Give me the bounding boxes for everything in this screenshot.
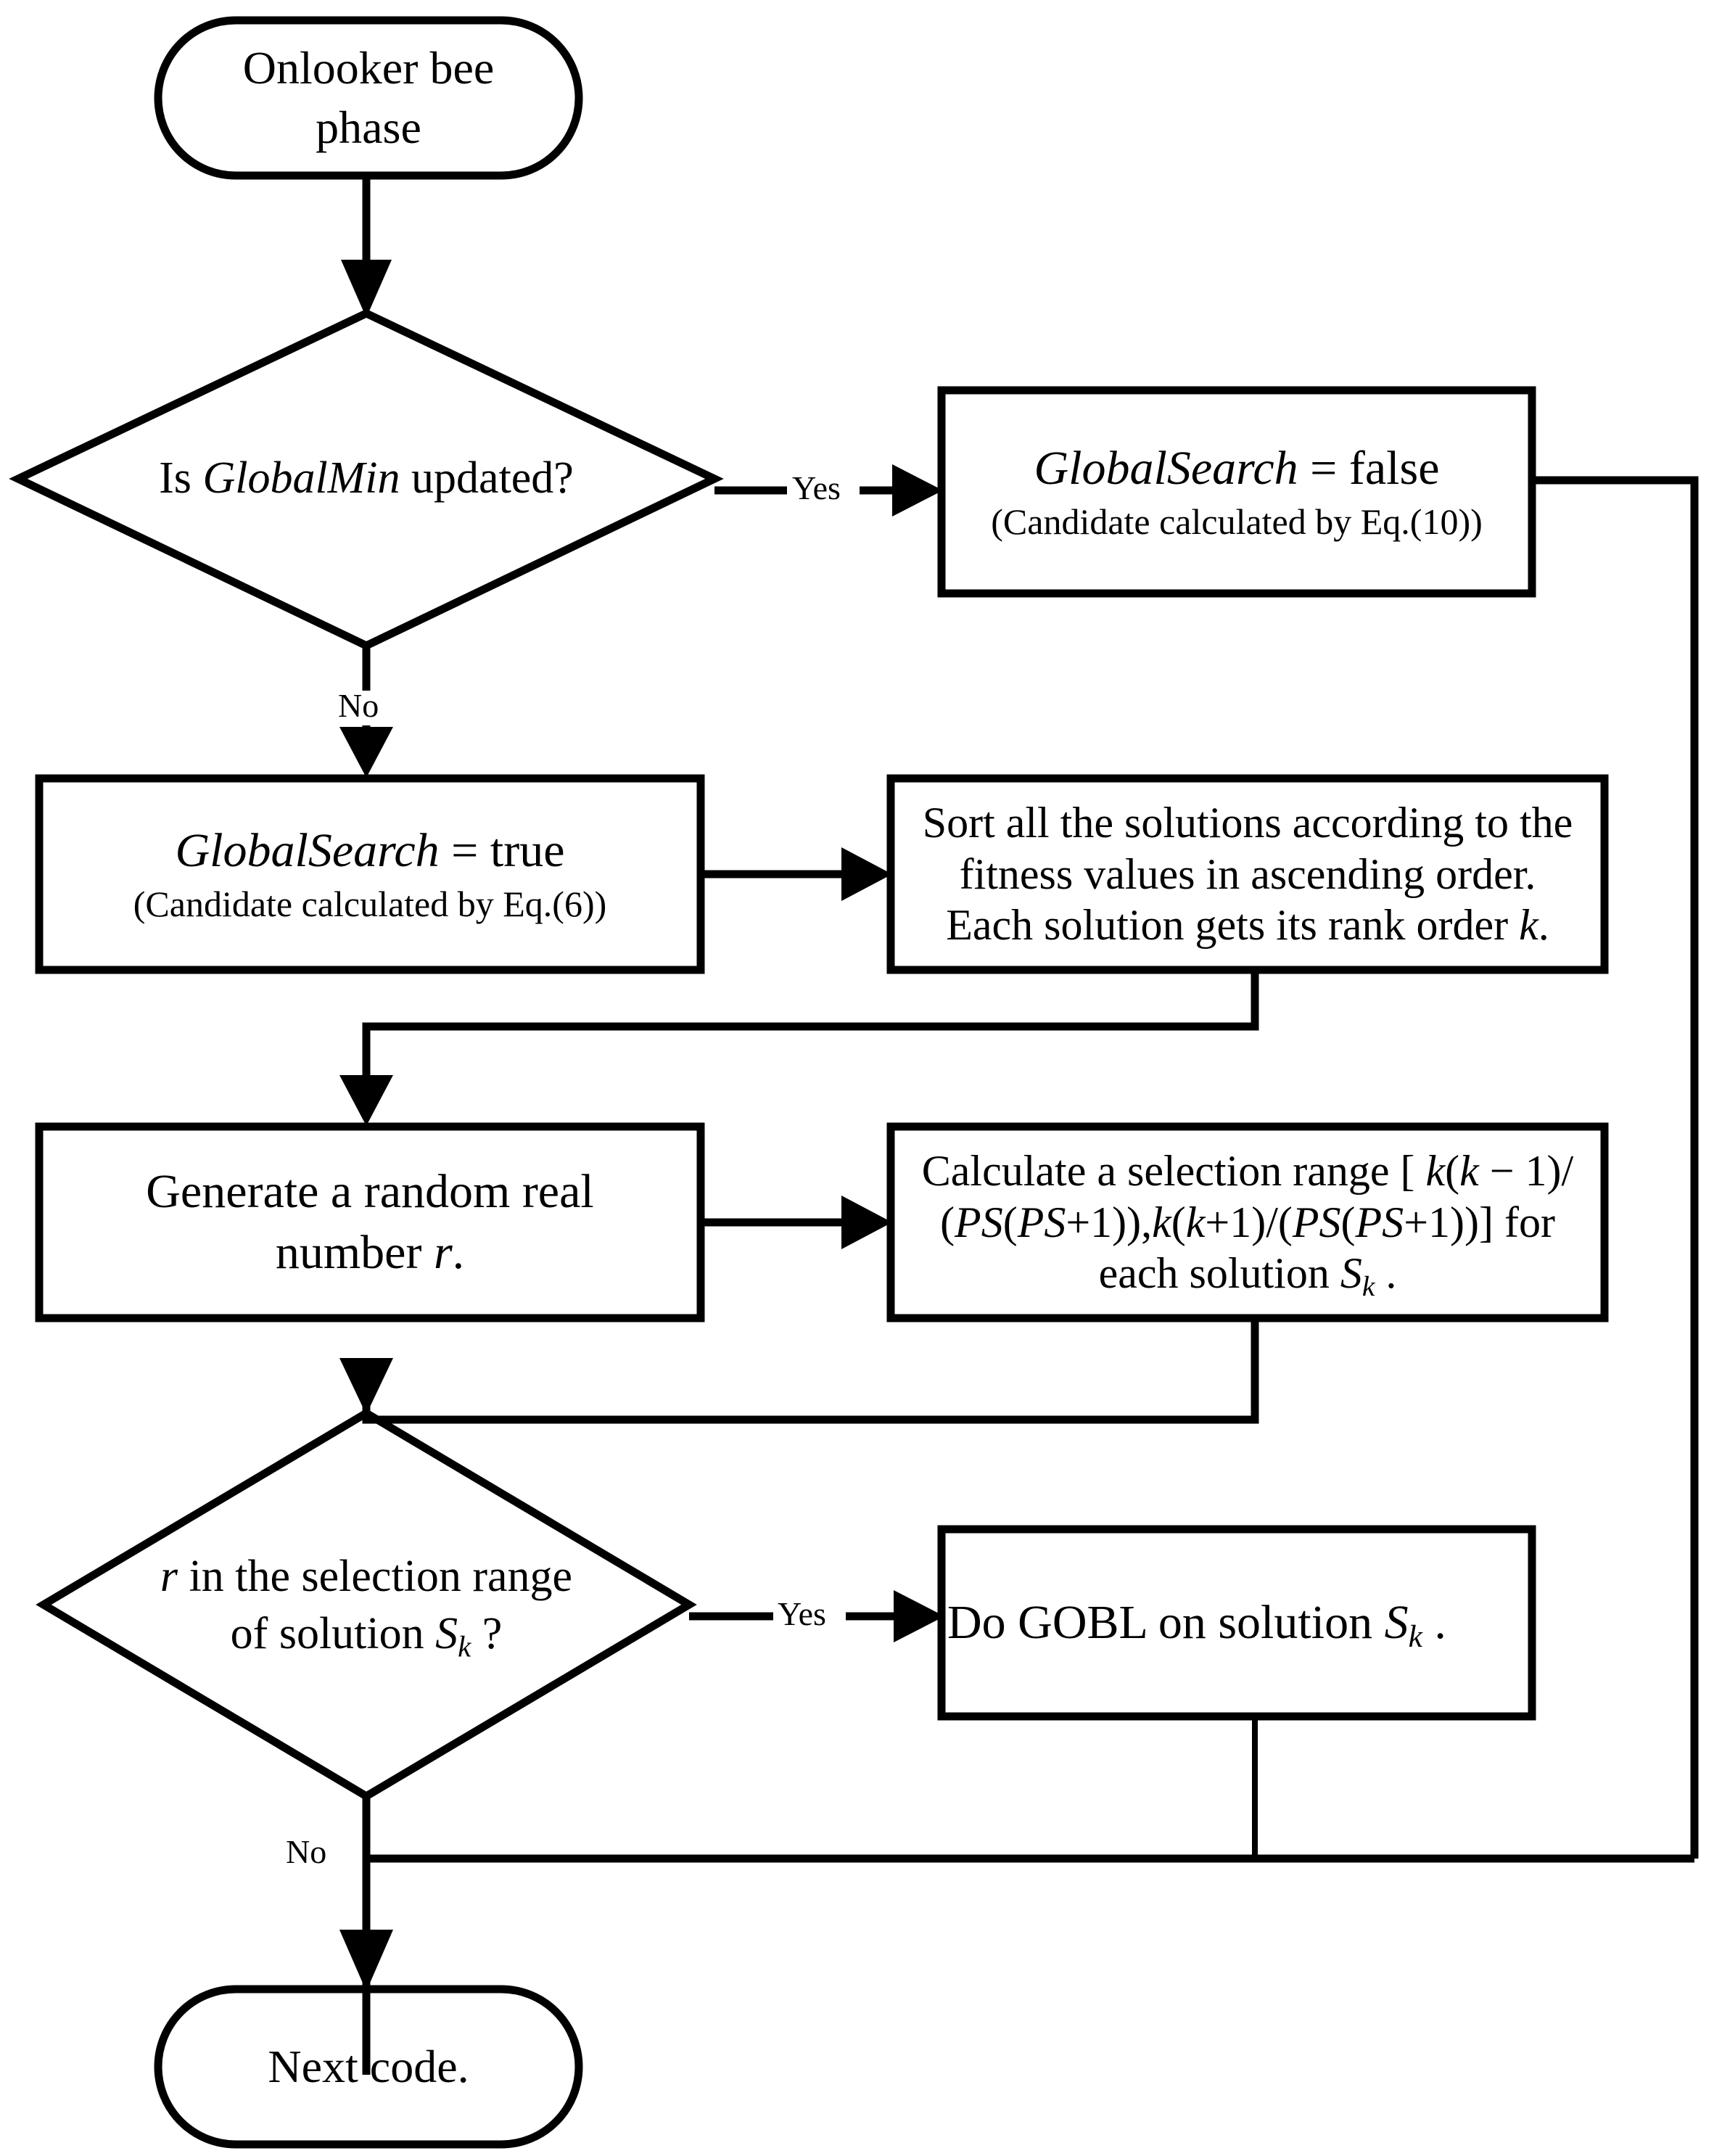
arrowhead-sort-to-generate bbox=[339, 1075, 393, 1126]
edge-false-return-rail bbox=[1532, 476, 1699, 1859]
decision-globalmin-shape bbox=[9, 308, 724, 651]
arrowhead-decision1-yes bbox=[892, 464, 943, 517]
edge-label-decision2-no: No bbox=[286, 1833, 327, 1870]
calculate-range-shape bbox=[886, 1122, 1609, 1322]
sort-solutions-shape bbox=[886, 774, 1609, 974]
arrowhead-decision2-no bbox=[339, 1930, 393, 1991]
globalsearch-false-shape bbox=[937, 386, 1536, 598]
edge-calculate-to-decision2 bbox=[362, 1318, 1259, 1424]
start-terminator-shape bbox=[154, 16, 583, 180]
arrowhead-decision1-no bbox=[339, 727, 393, 778]
decision-range-shape bbox=[36, 1408, 697, 1801]
edge-label-decision2-yes: Yes bbox=[773, 1597, 831, 1631]
edge-label-decision1-yes: Yes bbox=[788, 472, 845, 505]
globalsearch-true-shape bbox=[35, 774, 705, 974]
arrowhead-calculate-to-decision2 bbox=[339, 1358, 393, 1415]
arrowhead-true-to-sort bbox=[841, 847, 892, 901]
edge-sort-to-generate bbox=[362, 970, 1259, 1095]
arrowhead-decision2-yes bbox=[894, 1590, 944, 1642]
arrowhead-start-to-decision1 bbox=[341, 260, 392, 318]
arrowhead-generate-to-calculate bbox=[841, 1196, 892, 1249]
do-gobl-shape bbox=[937, 1525, 1536, 1721]
generate-random-shape bbox=[35, 1122, 705, 1322]
edge-label-decision1-no: No bbox=[338, 687, 379, 724]
